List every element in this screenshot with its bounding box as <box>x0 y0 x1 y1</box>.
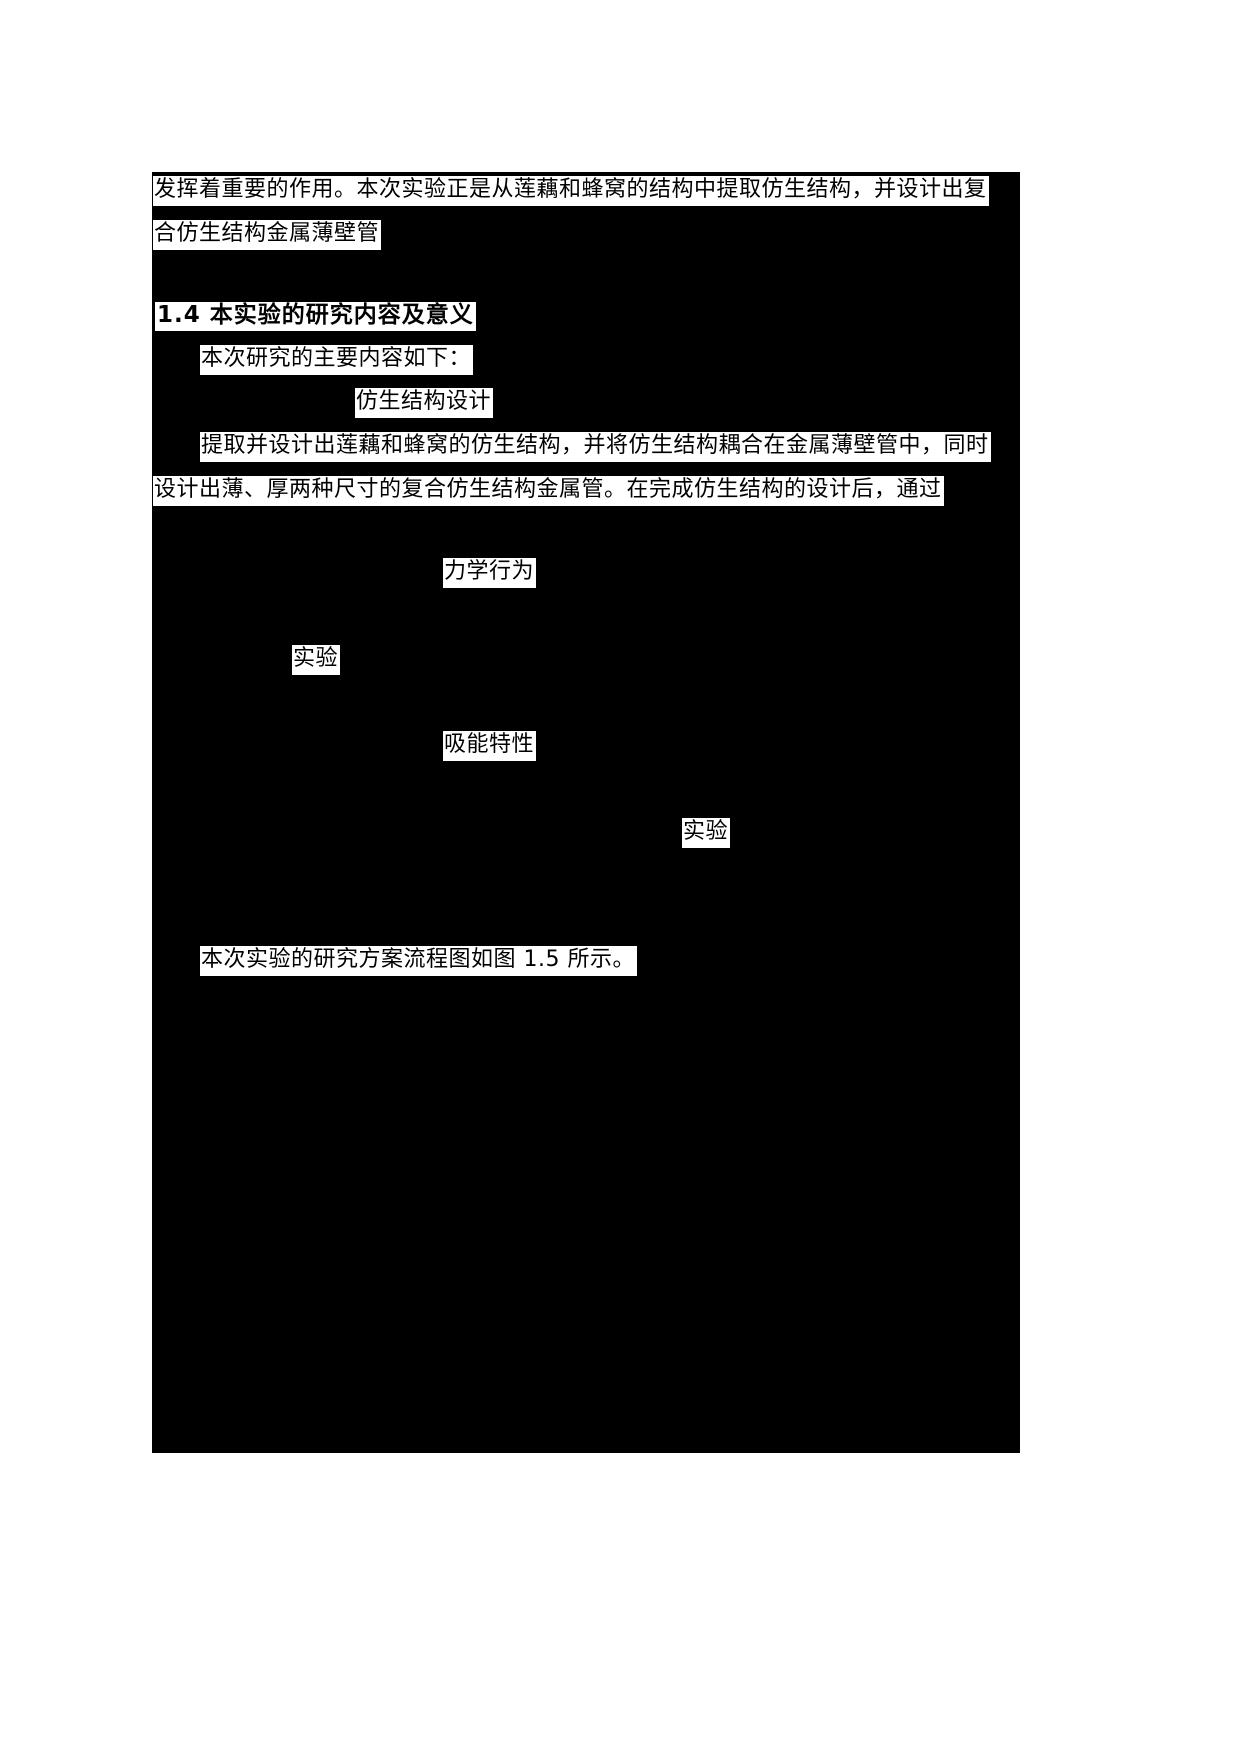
redaction-overlay <box>152 172 1020 1453</box>
paragraph-top-line-2: 合仿生结构金属薄壁管 <box>153 220 382 250</box>
fragment-mechanical-behavior: 力学行为 <box>443 558 537 588</box>
paragraph-body-line-2: 设计出薄、厚两种尺寸的复合仿生结构金属管。在完成仿生结构的设计后，通过 <box>153 476 944 506</box>
fragment-experiment-second: 实验 <box>682 818 731 848</box>
fragment-energy-absorption: 吸能特性 <box>443 731 537 761</box>
section-heading-1-4: 1.4 本实验的研究内容及意义 <box>155 302 476 331</box>
closing-figure-reference: 本次实验的研究方案流程图如图 1.5 所示。 <box>200 946 637 976</box>
fragment-experiment-first: 实验 <box>292 645 341 675</box>
paragraph-top-line-1: 发挥着重要的作用。本次实验正是从莲藕和蜂窝的结构中提取仿生结构，并设计出复 <box>153 176 989 206</box>
research-content-intro: 本次研究的主要内容如下： <box>200 345 474 375</box>
item-bionic-structure-design: 仿生结构设计 <box>355 388 494 418</box>
paragraph-body-line-1: 提取并设计出莲藕和蜂窝的仿生结构，并将仿生结构耦合在金属薄壁管中，同时 <box>200 432 991 462</box>
